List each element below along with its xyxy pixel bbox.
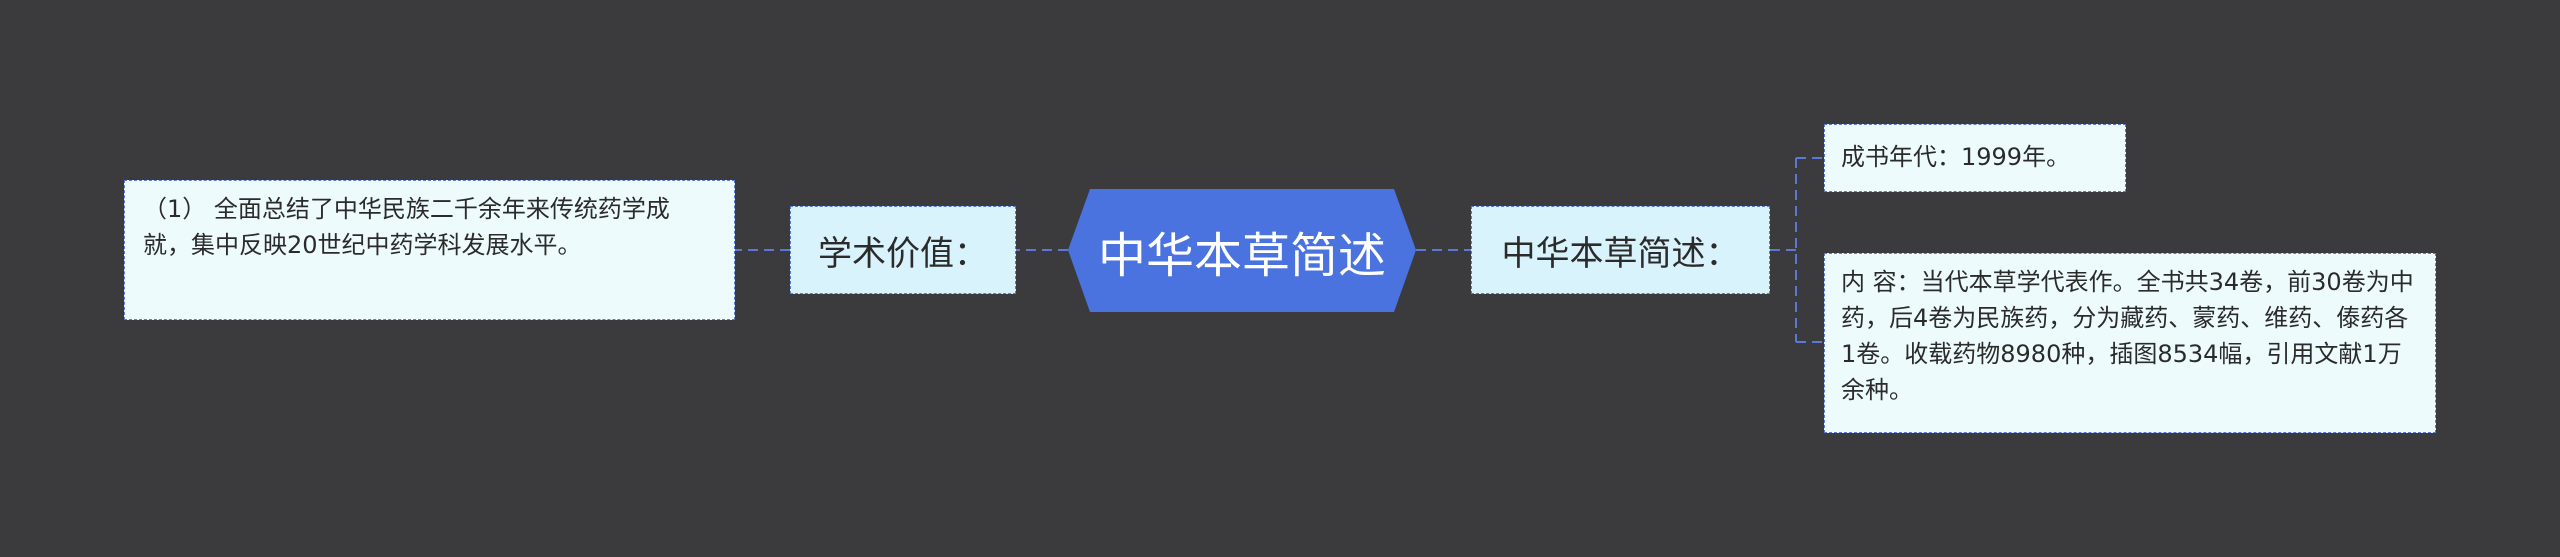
leaf-content[interactable]: 内 容：当代本草学代表作。全书共34卷，前30卷为中药，后4卷为民族药，分为藏药… [1824, 253, 2436, 433]
branch-label: 学术价值： [818, 233, 988, 274]
leaf-academic-value[interactable]: （1） 全面总结了中华民族二千余年来传统药学成就，集中反映20世纪中药学科发展水… [124, 180, 735, 320]
leaf-text: （1） 全面总结了中华民族二千余年来传统药学成就，集中反映20世纪中药学科发展水… [143, 195, 670, 259]
branch-academic-value[interactable]: 学术价值： [790, 206, 1016, 294]
branch-label: 中华本草简述： [1501, 233, 1740, 274]
root-label: 中华本草简述 [1097, 227, 1386, 284]
root-node[interactable]: 中华本草简述 [1068, 189, 1416, 312]
leaf-text: 成书年代：1999年。 [1841, 143, 2071, 171]
leaf-publication-year[interactable]: 成书年代：1999年。 [1824, 124, 2126, 192]
leaf-text: 内 容：当代本草学代表作。全书共34卷，前30卷为中药，后4卷为民族药，分为藏药… [1841, 268, 2414, 404]
branch-overview[interactable]: 中华本草简述： [1471, 206, 1770, 294]
